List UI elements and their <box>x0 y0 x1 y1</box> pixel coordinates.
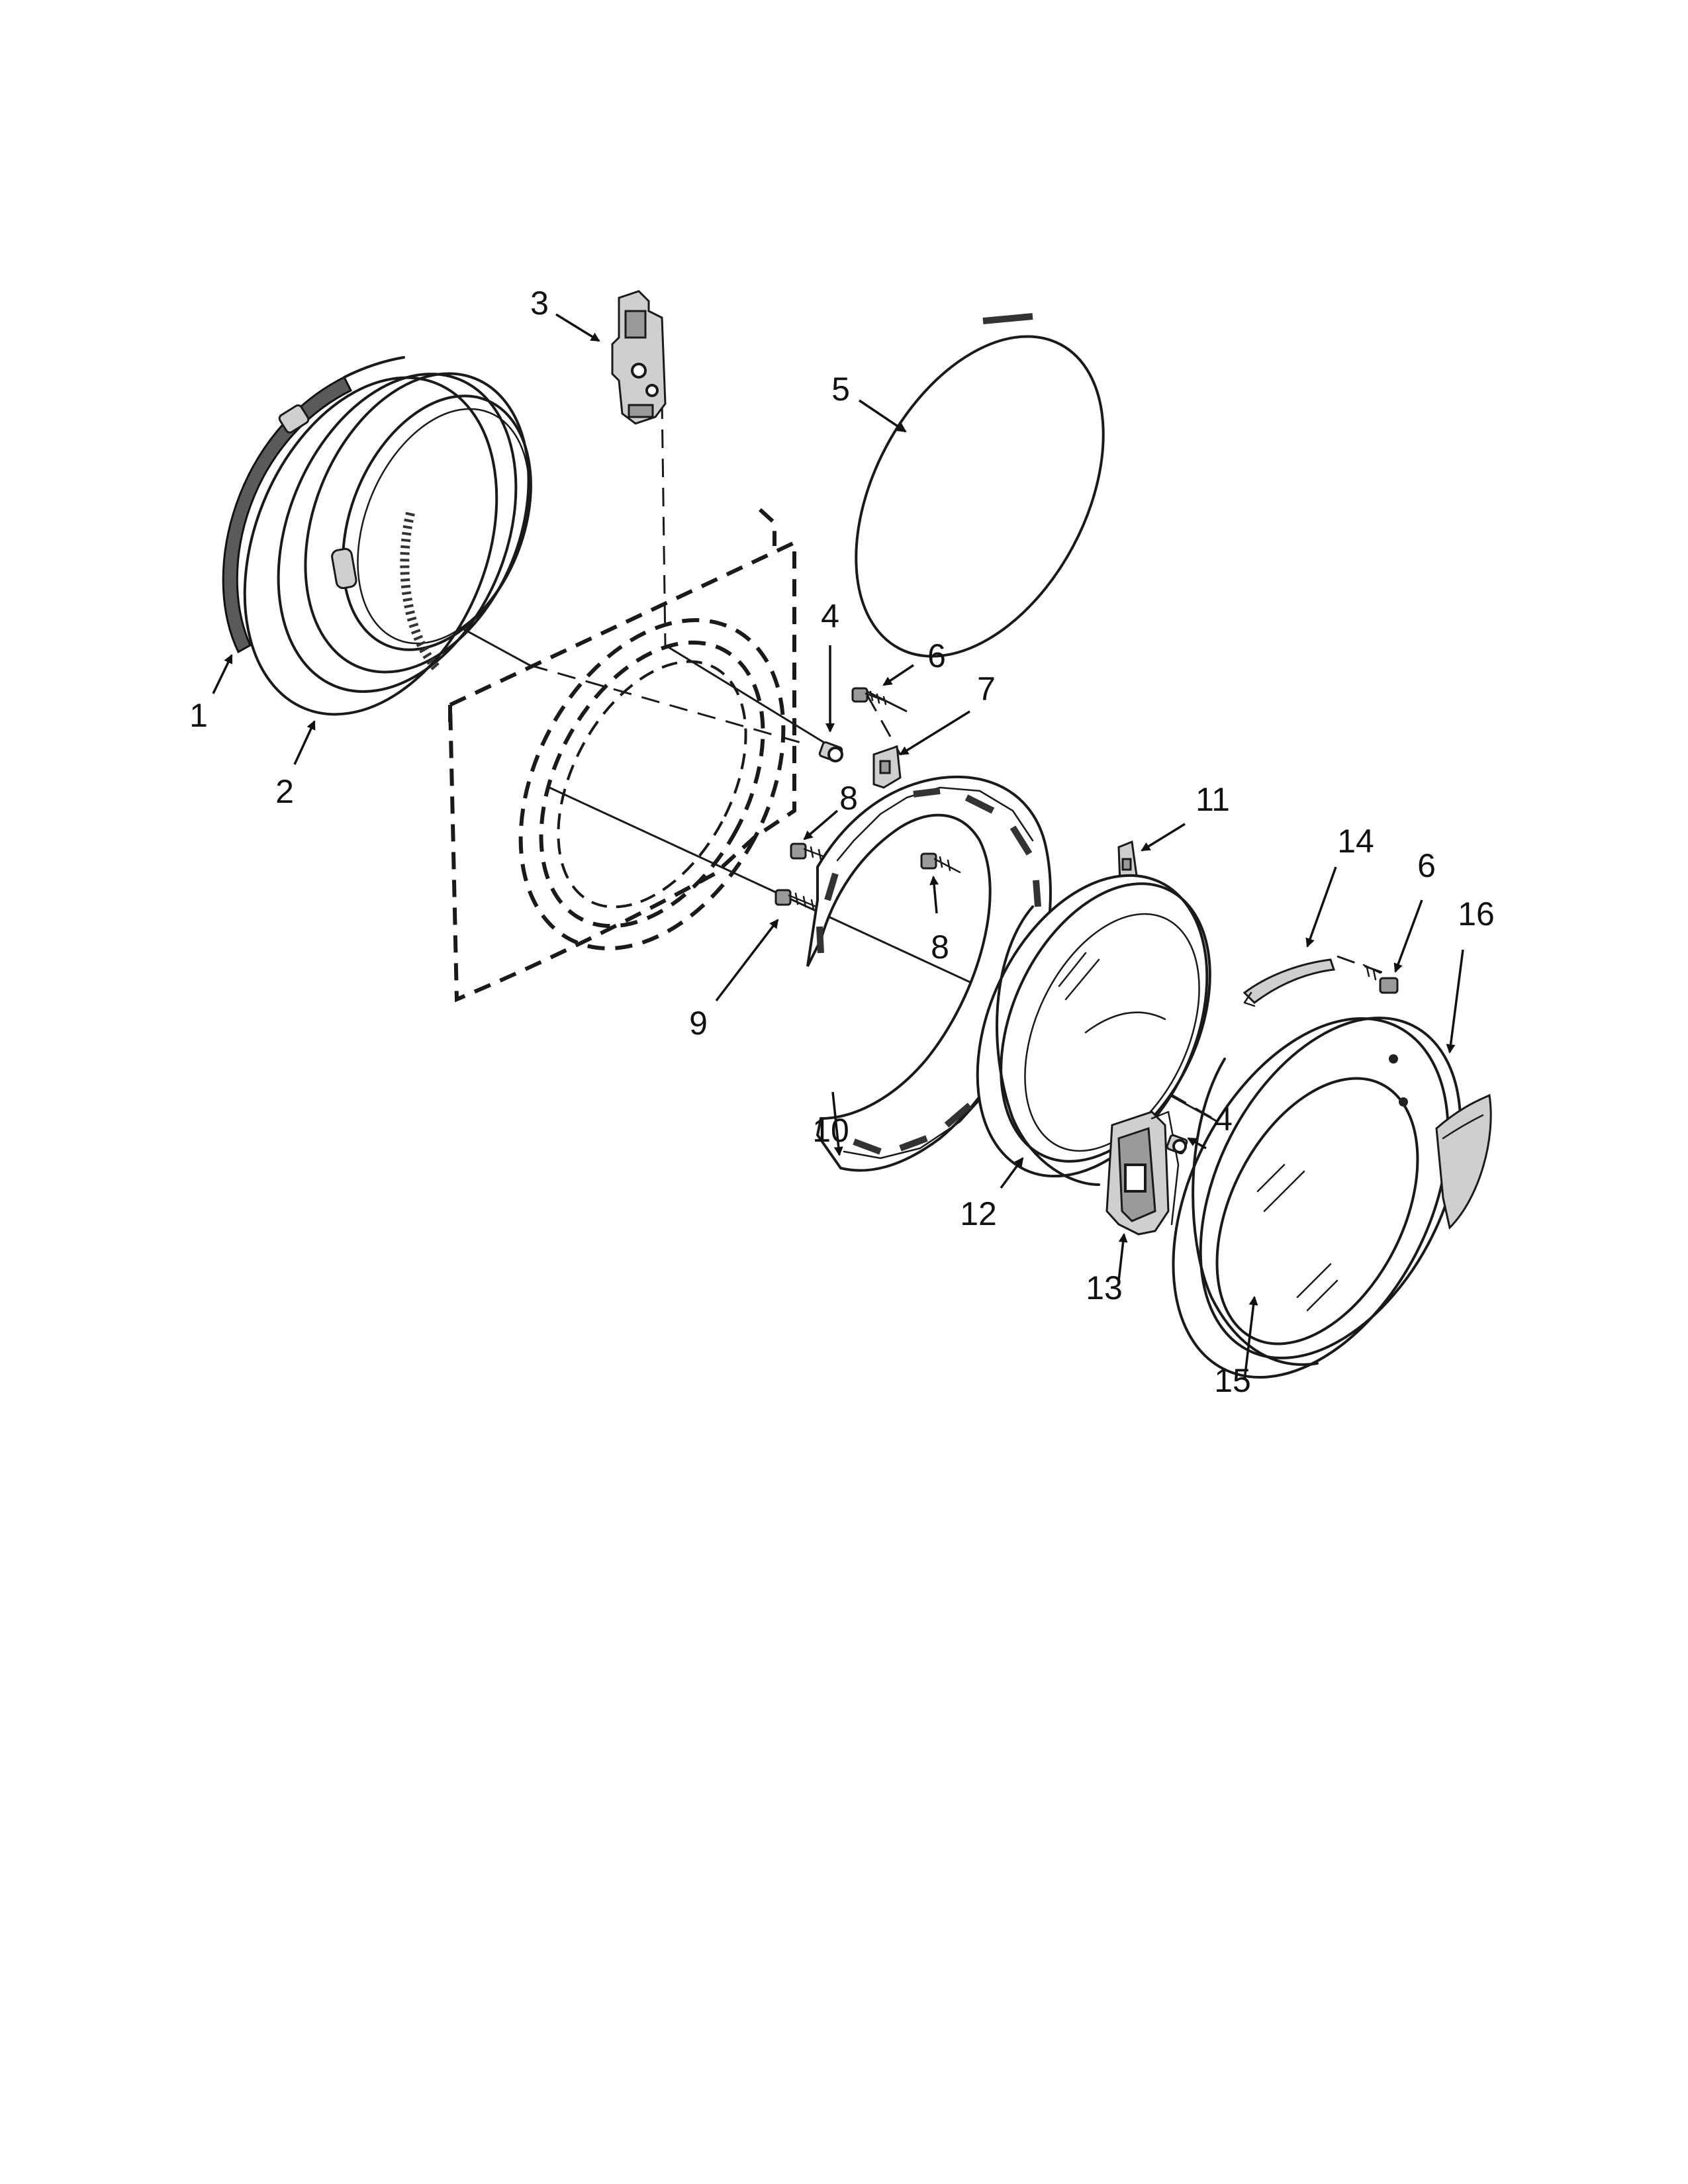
callout-12: 12 <box>960 1195 997 1232</box>
part-door-glass-bowl <box>976 874 1211 1186</box>
part-screw-8-left <box>790 842 835 863</box>
part-screw-6-upper <box>851 687 892 705</box>
front-panel-outline <box>447 508 796 1003</box>
part-window-seal <box>855 313 1105 658</box>
callout-4-upper: 4 <box>821 598 839 635</box>
callout-9: 9 <box>689 1005 708 1042</box>
callout-3: 3 <box>530 285 549 322</box>
part-door-lock <box>611 290 667 425</box>
callout-1: 1 <box>189 697 208 734</box>
part-screw-4-upper <box>818 741 843 762</box>
callout-6-upper: 6 <box>927 637 946 674</box>
part-screw-6-lower <box>1362 964 1399 994</box>
callout-labels: 1 2 3 4 4 5 6 6 7 8 8 9 10 11 12 13 14 1… <box>189 285 1495 1399</box>
callout-15: 15 <box>1214 1362 1251 1399</box>
callout-6-lower: 6 <box>1417 847 1436 884</box>
callout-5: 5 <box>831 371 850 408</box>
callout-11: 11 <box>1196 781 1230 818</box>
part-hinge-clip <box>872 745 902 789</box>
callout-10: 10 <box>812 1112 849 1149</box>
leader-arrows <box>212 313 1464 1381</box>
callout-13: 13 <box>1086 1269 1123 1306</box>
part-clamp-band <box>222 356 405 654</box>
callout-8-right: 8 <box>931 929 949 966</box>
part-screw-4-lower <box>1166 1134 1188 1155</box>
callout-7: 7 <box>977 670 996 707</box>
part-hinge-cover <box>1243 958 1336 1007</box>
callout-14: 14 <box>1337 823 1374 860</box>
part-handle-cover <box>1435 1093 1492 1230</box>
part-door-handle <box>1105 1111 1180 1236</box>
callout-8-left: 8 <box>839 780 858 817</box>
callout-16: 16 <box>1458 895 1495 933</box>
part-screw-9 <box>774 889 821 911</box>
part-door-boot <box>243 372 532 716</box>
part-screw-8-right <box>920 852 961 874</box>
callout-4-lower: 4 <box>1214 1101 1233 1138</box>
callout-2: 2 <box>275 773 294 810</box>
